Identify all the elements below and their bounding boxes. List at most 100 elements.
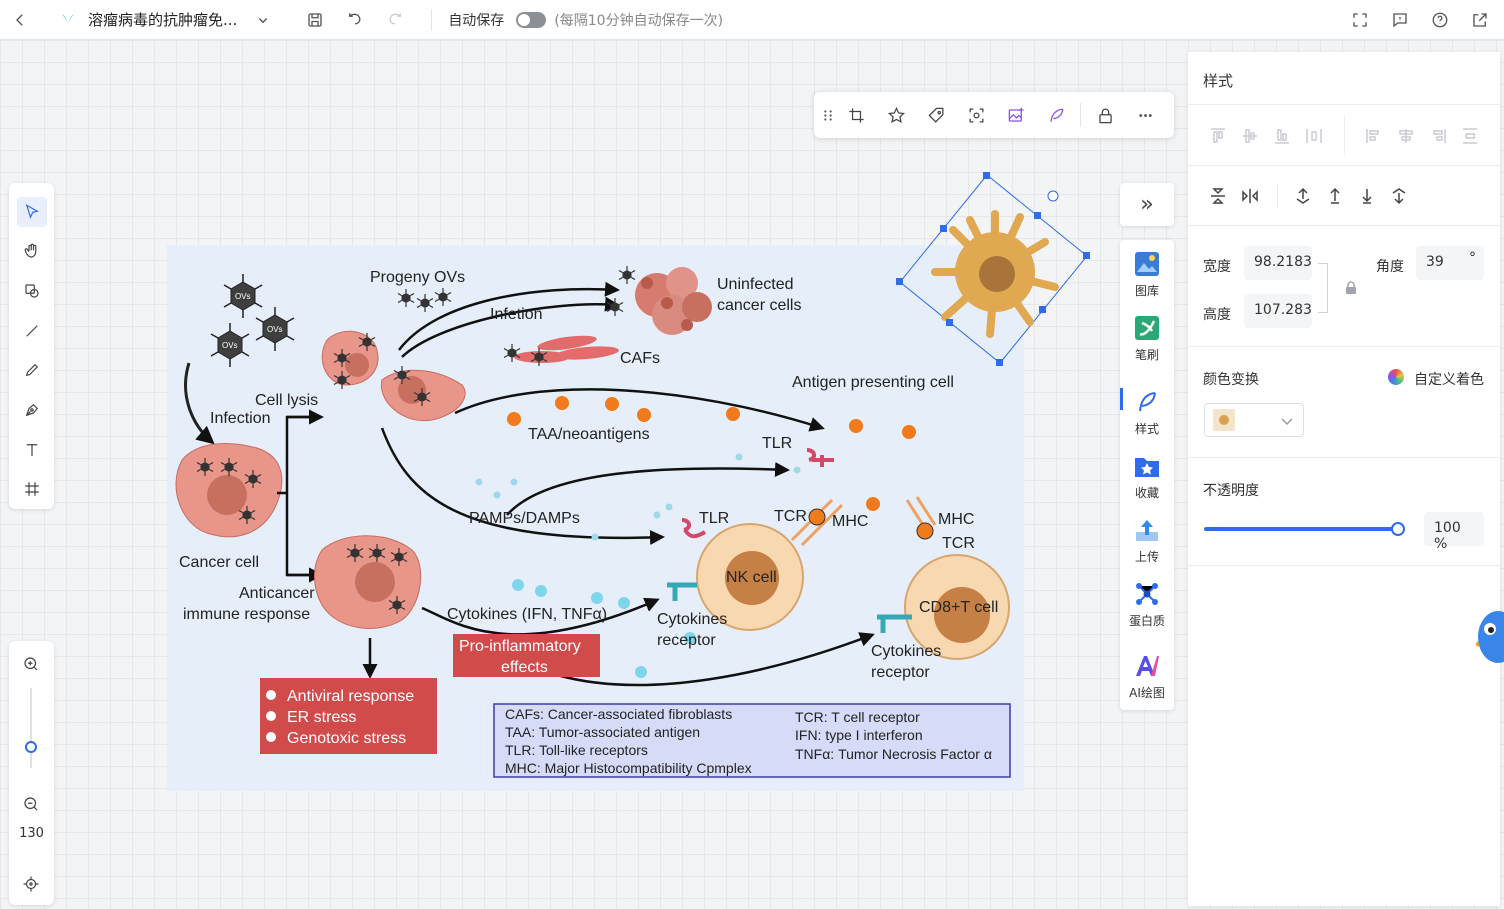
rotate-handle[interactable] [1047,190,1059,202]
tab-gallery[interactable]: 图库 [1120,240,1174,300]
select-tool[interactable] [16,197,47,227]
save-icon[interactable] [301,6,329,34]
pen-tool[interactable] [17,395,47,425]
diagram-figure[interactable]: OVs OVs OVs Infection Cancer cell Cell l… [167,245,1024,791]
recognize-button[interactable] [956,95,996,135]
more-button[interactable] [1125,95,1165,135]
send-backward-icon[interactable] [1357,186,1377,206]
tab-protein[interactable]: 蛋白质 [1120,570,1174,630]
width-input[interactable]: 98.2183 [1244,246,1312,280]
ovs-label: OVs [235,292,251,301]
taa-label: TAA/neoantigens [528,426,650,443]
tab-ai-drawing[interactable]: AI绘图 [1120,642,1174,702]
style-brush-button[interactable] [1036,95,1076,135]
text-tool[interactable] [17,435,47,465]
height-input[interactable]: 107.283 [1244,294,1312,328]
collapse-panel-button[interactable]: » [1120,183,1174,226]
zoom-out-button[interactable] [16,789,46,819]
crop-button[interactable] [836,95,876,135]
zoom-level[interactable]: 130 [19,826,44,841]
align-hcenter-icon[interactable] [1396,126,1416,146]
tab-favorites[interactable]: 收藏 [1120,442,1174,502]
crosshair-icon [23,876,39,892]
align-vcenter-icon[interactable] [1240,126,1260,146]
distribute-h-icon[interactable] [1304,126,1324,146]
response-item: Genotoxic stress [287,730,406,747]
cytokines-label: Cytokines (IFN, TNFα) [447,606,607,623]
opacity-slider-track[interactable] [1204,527,1397,531]
flip-vertical-icon[interactable] [1208,186,1228,206]
chevron-down-icon [1281,418,1293,426]
zoom-slider-handle[interactable] [25,741,37,753]
tcr-label-right: TCR [942,535,975,552]
chevron-down-icon[interactable] [249,6,277,34]
resize-handle[interactable] [896,278,903,285]
selected-dendritic-cell[interactable] [895,172,1095,372]
zoom-slider-track[interactable] [30,688,32,768]
aspect-lock-icon[interactable] [1344,280,1358,294]
custom-color-link[interactable]: 自定义着色 [1414,372,1484,388]
feedback-icon[interactable] [1386,6,1414,34]
color-preset-select[interactable] [1204,403,1304,437]
fullscreen-icon[interactable] [1346,6,1374,34]
tab-brush[interactable]: 笔刷 [1120,304,1174,364]
align-right-icon[interactable] [1428,126,1448,146]
ai-image-button[interactable] [996,95,1036,135]
divider [1277,184,1278,208]
resize-handle[interactable] [940,225,947,232]
tag-button[interactable] [916,95,956,135]
angle-input[interactable]: 39° [1416,246,1484,280]
pencil-icon [25,364,38,377]
send-back-icon[interactable] [1389,186,1409,206]
back-icon[interactable] [6,6,34,34]
color-transform-label: 颜色变换 [1203,372,1259,388]
tab-upload[interactable]: 上传 [1120,506,1174,566]
divider [431,8,433,31]
document-title[interactable]: 溶瘤病毒的抗肿瘤免... [88,11,238,29]
size-section: 宽度 98.2183 高度 107.283 角度 39° [1188,226,1500,347]
frame-tool[interactable] [17,474,47,504]
flip-horizontal-icon[interactable] [1240,186,1260,206]
favorite-button[interactable] [876,95,916,135]
tab-style[interactable]: 样式 [1120,378,1174,438]
help-icon[interactable] [1426,6,1454,34]
lock-bracket [1318,263,1328,313]
opacity-input[interactable]: 100 % [1424,512,1484,552]
export-icon[interactable] [1466,6,1494,34]
undo-icon[interactable] [341,6,369,34]
mhc-label-left: MHC [832,513,868,530]
palette-icon[interactable] [1388,369,1404,385]
legend-item: CAFs: Cancer-associated fibroblasts [505,706,732,722]
autosave-toggle[interactable] [516,11,547,28]
align-top-icon[interactable] [1208,126,1228,146]
redo-icon[interactable] [381,6,409,34]
drag-handle-icon[interactable] [820,95,836,135]
shape-tool[interactable] [17,276,47,306]
resize-handle[interactable] [983,172,990,179]
resize-handle[interactable] [1083,252,1090,259]
lock-button[interactable] [1085,95,1125,135]
distribute-v-icon[interactable] [1460,126,1480,146]
bring-front-icon[interactable] [1293,186,1313,206]
cd8-t-cell [904,554,1010,660]
shapes-icon [24,284,39,298]
resize-handle[interactable] [996,359,1003,366]
pan-tool[interactable] [17,237,47,267]
anticancer-label-line1: Anticancer [239,585,315,602]
opacity-value: 100 [1434,520,1461,536]
zoom-in-button[interactable] [16,649,46,679]
resize-handle[interactable] [1039,306,1046,313]
opacity-slider-handle[interactable] [1391,522,1405,536]
crop-icon [848,107,864,123]
resize-handle[interactable] [946,319,953,326]
align-left-icon[interactable] [1364,126,1384,146]
locate-button[interactable] [16,869,46,899]
assistant-mascot[interactable] [1474,605,1504,671]
align-bottom-icon[interactable] [1272,126,1292,146]
cyto-receptor-left-line1: Cytokines [657,611,727,628]
resize-handle[interactable] [1034,212,1041,219]
pro-inflammatory-line2: effects [501,659,548,676]
line-tool[interactable] [17,316,47,346]
bring-forward-icon[interactable] [1325,186,1345,206]
pencil-tool[interactable] [17,356,47,386]
